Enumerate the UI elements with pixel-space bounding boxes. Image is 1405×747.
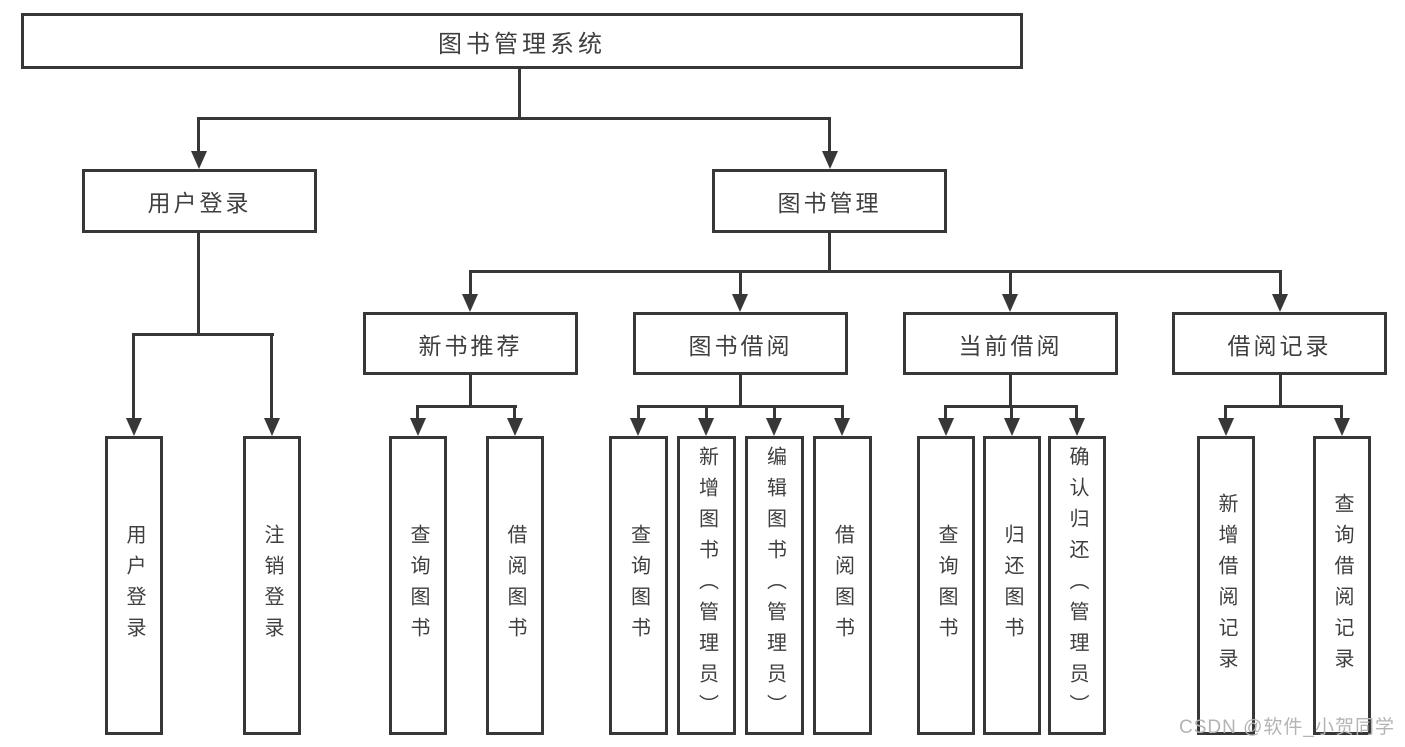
leaf-label: 新增借阅记录 [1215,492,1237,679]
leaf-add-books-admin: 新增图书（管理员） [677,436,736,735]
leaf-label: 查询图书 [407,523,429,648]
connector-newbook-rail [416,405,517,408]
connector-bookmgmt-rail [469,270,1282,273]
leaf-label: 编辑图书（管理员） [763,446,786,725]
connector-bookborrow-rail [637,405,844,408]
connector-drop-leaf [416,407,419,419]
connector-drop-leaf [513,407,516,419]
leaf-label: 确认归还（管理员） [1066,446,1088,725]
arrow-down-icon [1069,418,1085,436]
leaf-query-books-newbook: 查询图书 [389,436,447,735]
arrow-down-icon [766,418,782,436]
connector-drop-level3 [469,272,472,295]
connector-userlogin-rail [132,333,274,336]
connector-drop-leaf [270,335,273,418]
connector-drop-leaf [637,407,640,419]
connector-currentborrow-trunk [1009,375,1012,407]
arrow-down-icon [822,151,838,169]
leaf-label: 查询图书 [935,523,957,648]
arrow-down-icon [410,418,426,436]
leaf-label: 归还图书 [1001,523,1023,648]
connector-userlogin-trunk [197,233,200,336]
leaf-return-books: 归还图书 [983,436,1041,735]
arrow-down-icon [264,418,280,436]
arrow-down-icon [1004,418,1020,436]
connector-drop-level3 [1279,272,1282,295]
connector-newbook-trunk [469,375,472,407]
connector-drop-leaf [132,335,135,418]
connector-drop-leaf [1224,407,1227,419]
node-book-borrowing: 图书借阅 [633,312,848,375]
leaf-add-borrow-record: 新增借阅记录 [1197,436,1255,735]
node-borrowing-records: 借阅记录 [1172,312,1387,375]
leaf-label: 查询借阅记录 [1331,492,1353,679]
connector-borrowrecord-trunk [1279,375,1282,407]
connector-root-trunk [518,69,521,119]
node-user-login: 用户登录 [82,169,317,233]
arrow-down-icon [1334,418,1350,436]
node-library-system-root: 图书管理系统 [21,13,1023,69]
connector-drop-leaf [841,407,844,419]
connector-bookborrow-trunk [739,375,742,407]
connector-drop-leaf [1010,407,1013,419]
node-new-book-recommendation: 新书推荐 [363,312,578,375]
leaf-edit-books-admin: 编辑图书（管理员） [745,436,804,735]
connector-bookmgmt-trunk [828,233,831,272]
connector-drop-level3 [1009,272,1012,295]
connector-root-rail [197,117,831,120]
leaf-label: 借阅图书 [831,523,854,648]
arrow-down-icon [507,418,523,436]
node-current-borrowing: 当前借阅 [903,312,1118,375]
connector-drop-level3 [739,272,742,295]
node-book-management: 图书管理 [712,169,947,233]
connector-borrowrecord-rail [1224,405,1343,408]
arrow-down-icon [630,418,646,436]
leaf-user-login: 用户登录 [105,436,163,735]
arrow-down-icon [126,418,142,436]
arrow-down-icon [698,418,714,436]
leaf-borrow-books-newbook: 借阅图书 [486,436,544,735]
connector-drop-leaf [944,407,947,419]
leaf-confirm-return-admin: 确认归还（管理员） [1048,436,1106,735]
leaf-label: 注销登录 [261,523,283,648]
arrow-down-icon [191,151,207,169]
leaf-label: 新增图书（管理员） [695,446,718,725]
connector-drop-user-login [197,119,200,152]
arrow-down-icon [1218,418,1234,436]
connector-drop-leaf [705,407,708,419]
arrow-down-icon [834,418,850,436]
leaf-query-borrow-record: 查询借阅记录 [1313,436,1371,735]
leaf-logout: 注销登录 [243,436,301,735]
connector-drop-leaf [1340,407,1343,419]
connector-drop-book-management [828,119,831,152]
csdn-watermark: CSDN @软件_小贺同学 [1179,717,1395,738]
leaf-borrow-books-borrowing: 借阅图书 [813,436,872,735]
connector-currentborrow-rail [944,405,1078,408]
arrow-down-icon [1272,294,1288,312]
arrow-down-icon [938,418,954,436]
connector-drop-leaf [1075,407,1078,419]
leaf-label: 用户登录 [123,523,145,648]
arrow-down-icon [732,294,748,312]
leaf-label: 查询图书 [627,523,650,648]
leaf-query-books-borrowing: 查询图书 [609,436,668,735]
connector-drop-leaf [773,407,776,419]
leaf-query-books-current: 查询图书 [917,436,975,735]
leaf-label: 借阅图书 [504,523,526,648]
arrow-down-icon [1002,294,1018,312]
arrow-down-icon [462,294,478,312]
